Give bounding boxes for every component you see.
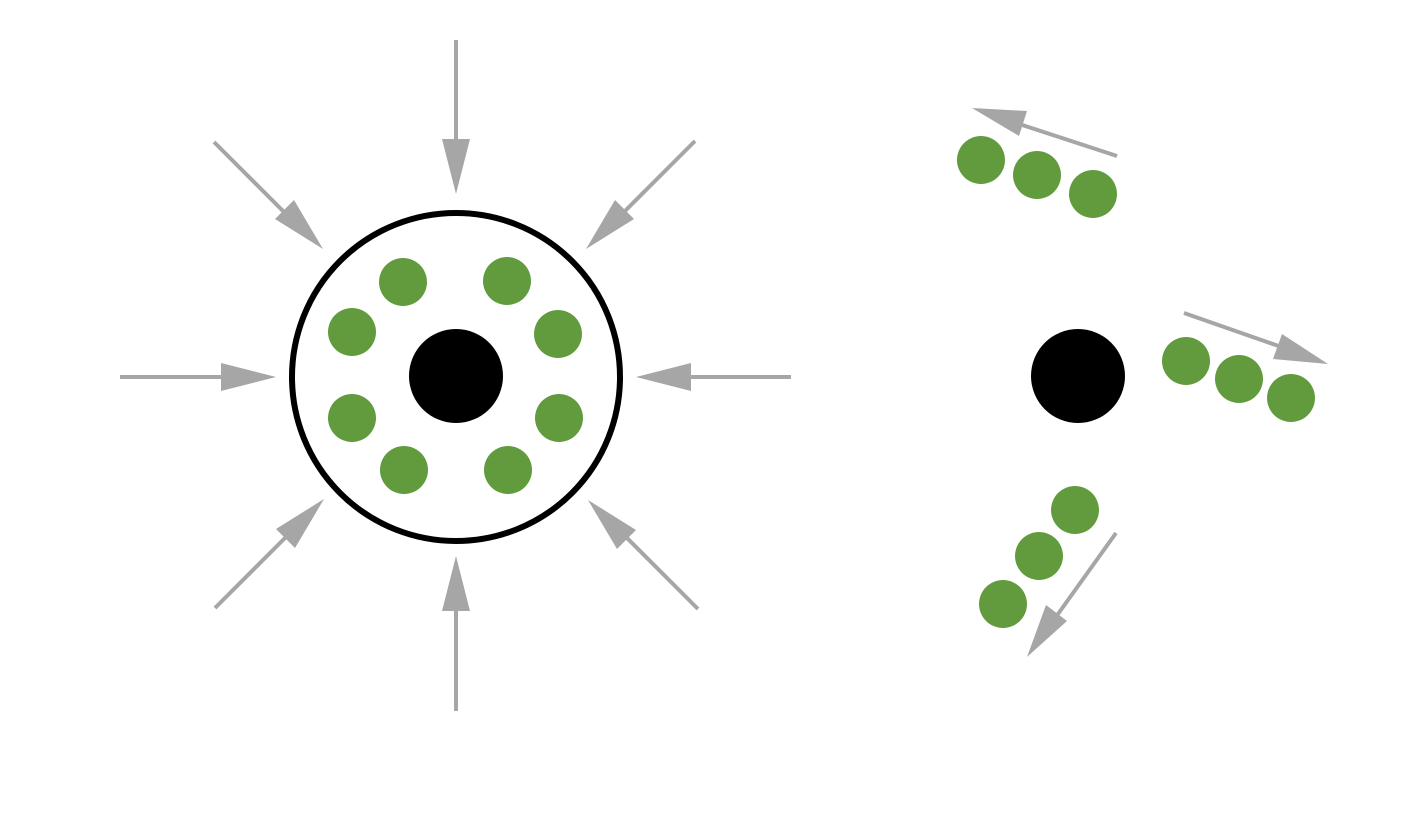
particle [328,308,376,356]
particle-group-lower [979,486,1118,657]
particle [380,446,428,494]
particle [957,136,1005,184]
particle [1015,532,1063,580]
core-disc [1031,329,1125,423]
particle [483,257,531,305]
arrow-from-left [120,363,276,391]
arrow-from-top-left [212,140,323,249]
particle [1215,355,1263,403]
particle [379,258,427,306]
particle [1162,337,1210,385]
intact-assembly [120,40,791,711]
disrupted-assembly [957,108,1328,657]
inward-arrows [120,40,791,711]
contained-particles [328,257,583,494]
arrow-from-right [636,363,791,391]
particle [1051,486,1099,534]
particle [534,310,582,358]
particle [1013,151,1061,199]
arrow-from-top-right [586,139,697,249]
arrow-dispersal-upper [972,108,1118,158]
particle [1267,374,1315,422]
particle [1069,170,1117,218]
arrow-from-top [442,40,470,194]
membrane-circle [289,210,623,544]
particle-group-upper [957,108,1118,218]
arrow-dispersal-right [1183,311,1328,364]
particle [535,394,583,442]
particle [979,580,1027,628]
arrow-from-bottom-left [213,499,324,610]
arrow-dispersal-lower [1027,531,1118,657]
arrow-from-bottom-right [588,500,700,611]
arrow-from-bottom [442,556,470,711]
particle [484,446,532,494]
particle-group-right [1162,311,1328,422]
core-disc [409,329,503,423]
particle [328,394,376,442]
